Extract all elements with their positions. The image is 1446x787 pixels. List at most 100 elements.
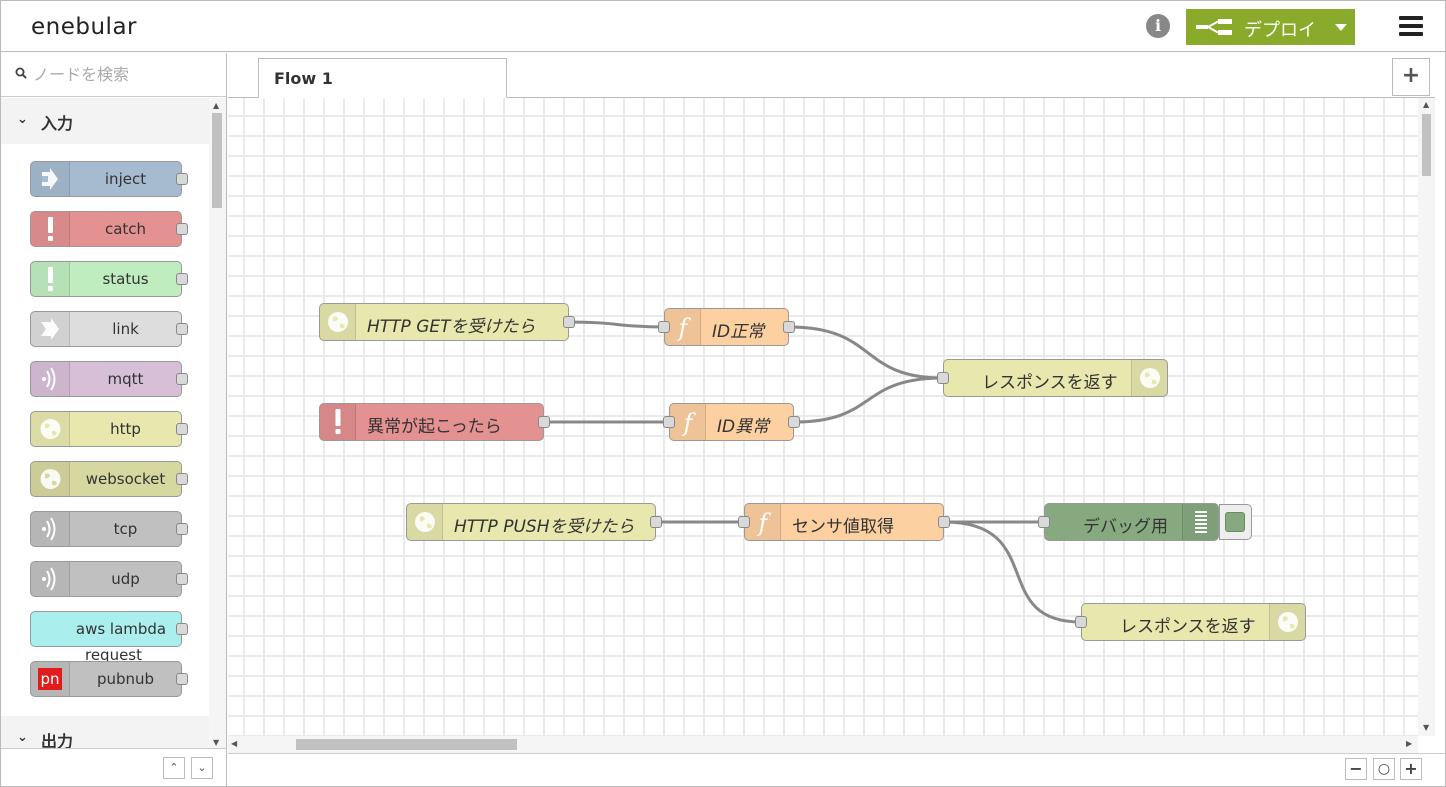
info-icon[interactable]: i	[1146, 14, 1170, 38]
canvas-vertical-scrollbar[interactable]: ▲ ▼	[1418, 98, 1435, 736]
output-port	[176, 673, 188, 685]
flow-node-sensor[interactable]: f センサ値取得	[738, 503, 950, 541]
hamburger-menu-icon[interactable]	[1399, 16, 1423, 38]
category-label: 出力	[41, 732, 74, 748]
palette-footer: ⌃ ⌄	[1, 748, 226, 786]
svg-text:f: f	[682, 409, 697, 437]
scroll-down-arrow-icon[interactable]: ▼	[1423, 723, 1430, 732]
bridge-icon	[31, 562, 70, 596]
output-port	[176, 473, 188, 485]
debug-toggle-button[interactable]	[1219, 504, 1252, 540]
deploy-button[interactable]: デプロイ	[1186, 9, 1355, 45]
link-in-icon	[31, 312, 70, 346]
palette-node-label: status	[102, 270, 149, 288]
output-port	[176, 573, 188, 585]
wire	[793, 376, 944, 424]
scroll-left-arrow-icon[interactable]: ◀	[231, 739, 238, 748]
scroll-up-arrow-icon[interactable]: ▲	[1423, 100, 1430, 109]
palette-node-label: pubnub	[96, 670, 155, 688]
canvas-horizontal-scrollbar[interactable]: ◀ ▶	[228, 736, 1418, 753]
palette-node-label: mqtt	[107, 370, 144, 388]
output-port[interactable]	[563, 316, 575, 328]
palette-scrollbar[interactable]: ▲ ▼	[209, 98, 226, 748]
add-tab-button[interactable]: +	[1392, 58, 1430, 96]
palette-node-catch[interactable]: catch	[30, 211, 188, 247]
flow-node-id-ok[interactable]: f ID正常	[658, 308, 795, 346]
palette-node-label: websocket	[85, 470, 166, 488]
tab-flow-1[interactable]: Flow 1	[258, 58, 507, 98]
palette-node-link[interactable]: link	[30, 311, 188, 347]
palette-node-websocket[interactable]: websocket	[30, 461, 188, 497]
scroll-right-arrow-icon[interactable]: ▶	[1406, 739, 1413, 748]
expand-all-icon[interactable]: ⌄	[191, 757, 213, 779]
pubnub-icon: pn	[31, 662, 70, 696]
palette-node-status[interactable]: status	[30, 261, 188, 297]
right-edge	[1435, 53, 1445, 786]
output-port	[176, 273, 188, 285]
scroll-up-arrow-icon[interactable]: ▲	[213, 101, 220, 110]
bridge-icon	[31, 512, 70, 546]
search-input[interactable]	[33, 61, 213, 87]
palette-node-http[interactable]: http	[30, 411, 188, 447]
category-label: 入力	[41, 114, 74, 133]
node-palette: ⌄ 入力 inject catch	[1, 53, 227, 786]
palette-node-tcp[interactable]: tcp	[30, 511, 188, 547]
palette-node-mqtt[interactable]: mqtt	[30, 361, 188, 397]
output-port[interactable]	[650, 516, 662, 528]
globe-icon	[1131, 360, 1167, 396]
palette-node-udp[interactable]: udp	[30, 561, 188, 597]
flow-canvas[interactable]: HTTP GETを受けたら f ID正常 レスポンスを返す 異常が起こったら	[228, 98, 1418, 736]
flow-node-catch[interactable]: 異常が起こったら	[319, 403, 550, 441]
workspace-footer: − ○ +	[228, 753, 1445, 786]
scroll-down-arrow-icon[interactable]: ▼	[213, 738, 220, 747]
flow-node-id-error[interactable]: f ID異常	[663, 403, 800, 441]
globe-icon	[320, 304, 356, 340]
svg-text:f: f	[677, 314, 692, 342]
wires-layer	[544, 320, 1082, 624]
palette-node-label: link	[112, 320, 139, 338]
input-port[interactable]	[738, 516, 750, 528]
output-port	[176, 423, 188, 435]
search-icon	[15, 67, 27, 79]
flow-node-http-get[interactable]: HTTP GETを受けたら	[319, 303, 575, 341]
output-port	[176, 623, 188, 635]
palette-scroll-area: ⌄ 入力 inject catch	[1, 98, 209, 748]
palette-node-pubnub[interactable]: pn pubnub	[30, 661, 188, 697]
input-port[interactable]	[663, 416, 675, 428]
globe-icon	[407, 504, 443, 540]
zoom-in-button[interactable]: +	[1400, 758, 1422, 780]
flow-node-response-1[interactable]: レスポンスを返す	[937, 359, 1168, 397]
output-port	[176, 173, 188, 185]
scrollbar-thumb[interactable]	[212, 113, 222, 208]
function-icon: f	[670, 404, 706, 440]
node-label: HTTP GETを受けたら	[367, 317, 536, 337]
output-port[interactable]	[783, 321, 795, 333]
input-port[interactable]	[1038, 516, 1050, 528]
input-port[interactable]	[658, 321, 670, 333]
zoom-out-button[interactable]: −	[1345, 758, 1367, 780]
flow-node-debug[interactable]: デバッグ用	[1038, 503, 1252, 541]
output-port[interactable]	[538, 416, 550, 428]
output-port	[176, 323, 188, 335]
flow-node-http-push[interactable]: HTTP PUSHを受けたら	[406, 503, 662, 541]
output-port[interactable]	[938, 516, 950, 528]
palette-search	[1, 53, 226, 97]
input-port[interactable]	[1075, 616, 1087, 628]
scrollbar-thumb[interactable]	[296, 739, 517, 750]
output-port[interactable]	[788, 416, 800, 428]
node-label: デバッグ用	[1083, 517, 1168, 537]
flow-node-response-2[interactable]: レスポンスを返す	[1075, 603, 1306, 641]
output-port	[176, 373, 188, 385]
palette-node-label: tcp	[113, 520, 138, 538]
deploy-dropdown-caret-icon[interactable]	[1327, 9, 1355, 45]
output-port	[176, 223, 188, 235]
palette-node-inject[interactable]: inject	[30, 161, 188, 197]
category-header-input[interactable]: ⌄ 入力	[1, 98, 209, 144]
scrollbar-thumb[interactable]	[1422, 114, 1431, 176]
zoom-reset-button[interactable]: ○	[1373, 758, 1395, 780]
globe-icon	[1269, 604, 1305, 640]
palette-node-aws-lambda[interactable]: aws lambda request	[30, 611, 188, 664]
collapse-all-icon[interactable]: ⌃	[163, 757, 185, 779]
input-port[interactable]	[937, 372, 949, 384]
category-header-output[interactable]: ⌄ 出力	[1, 716, 209, 748]
